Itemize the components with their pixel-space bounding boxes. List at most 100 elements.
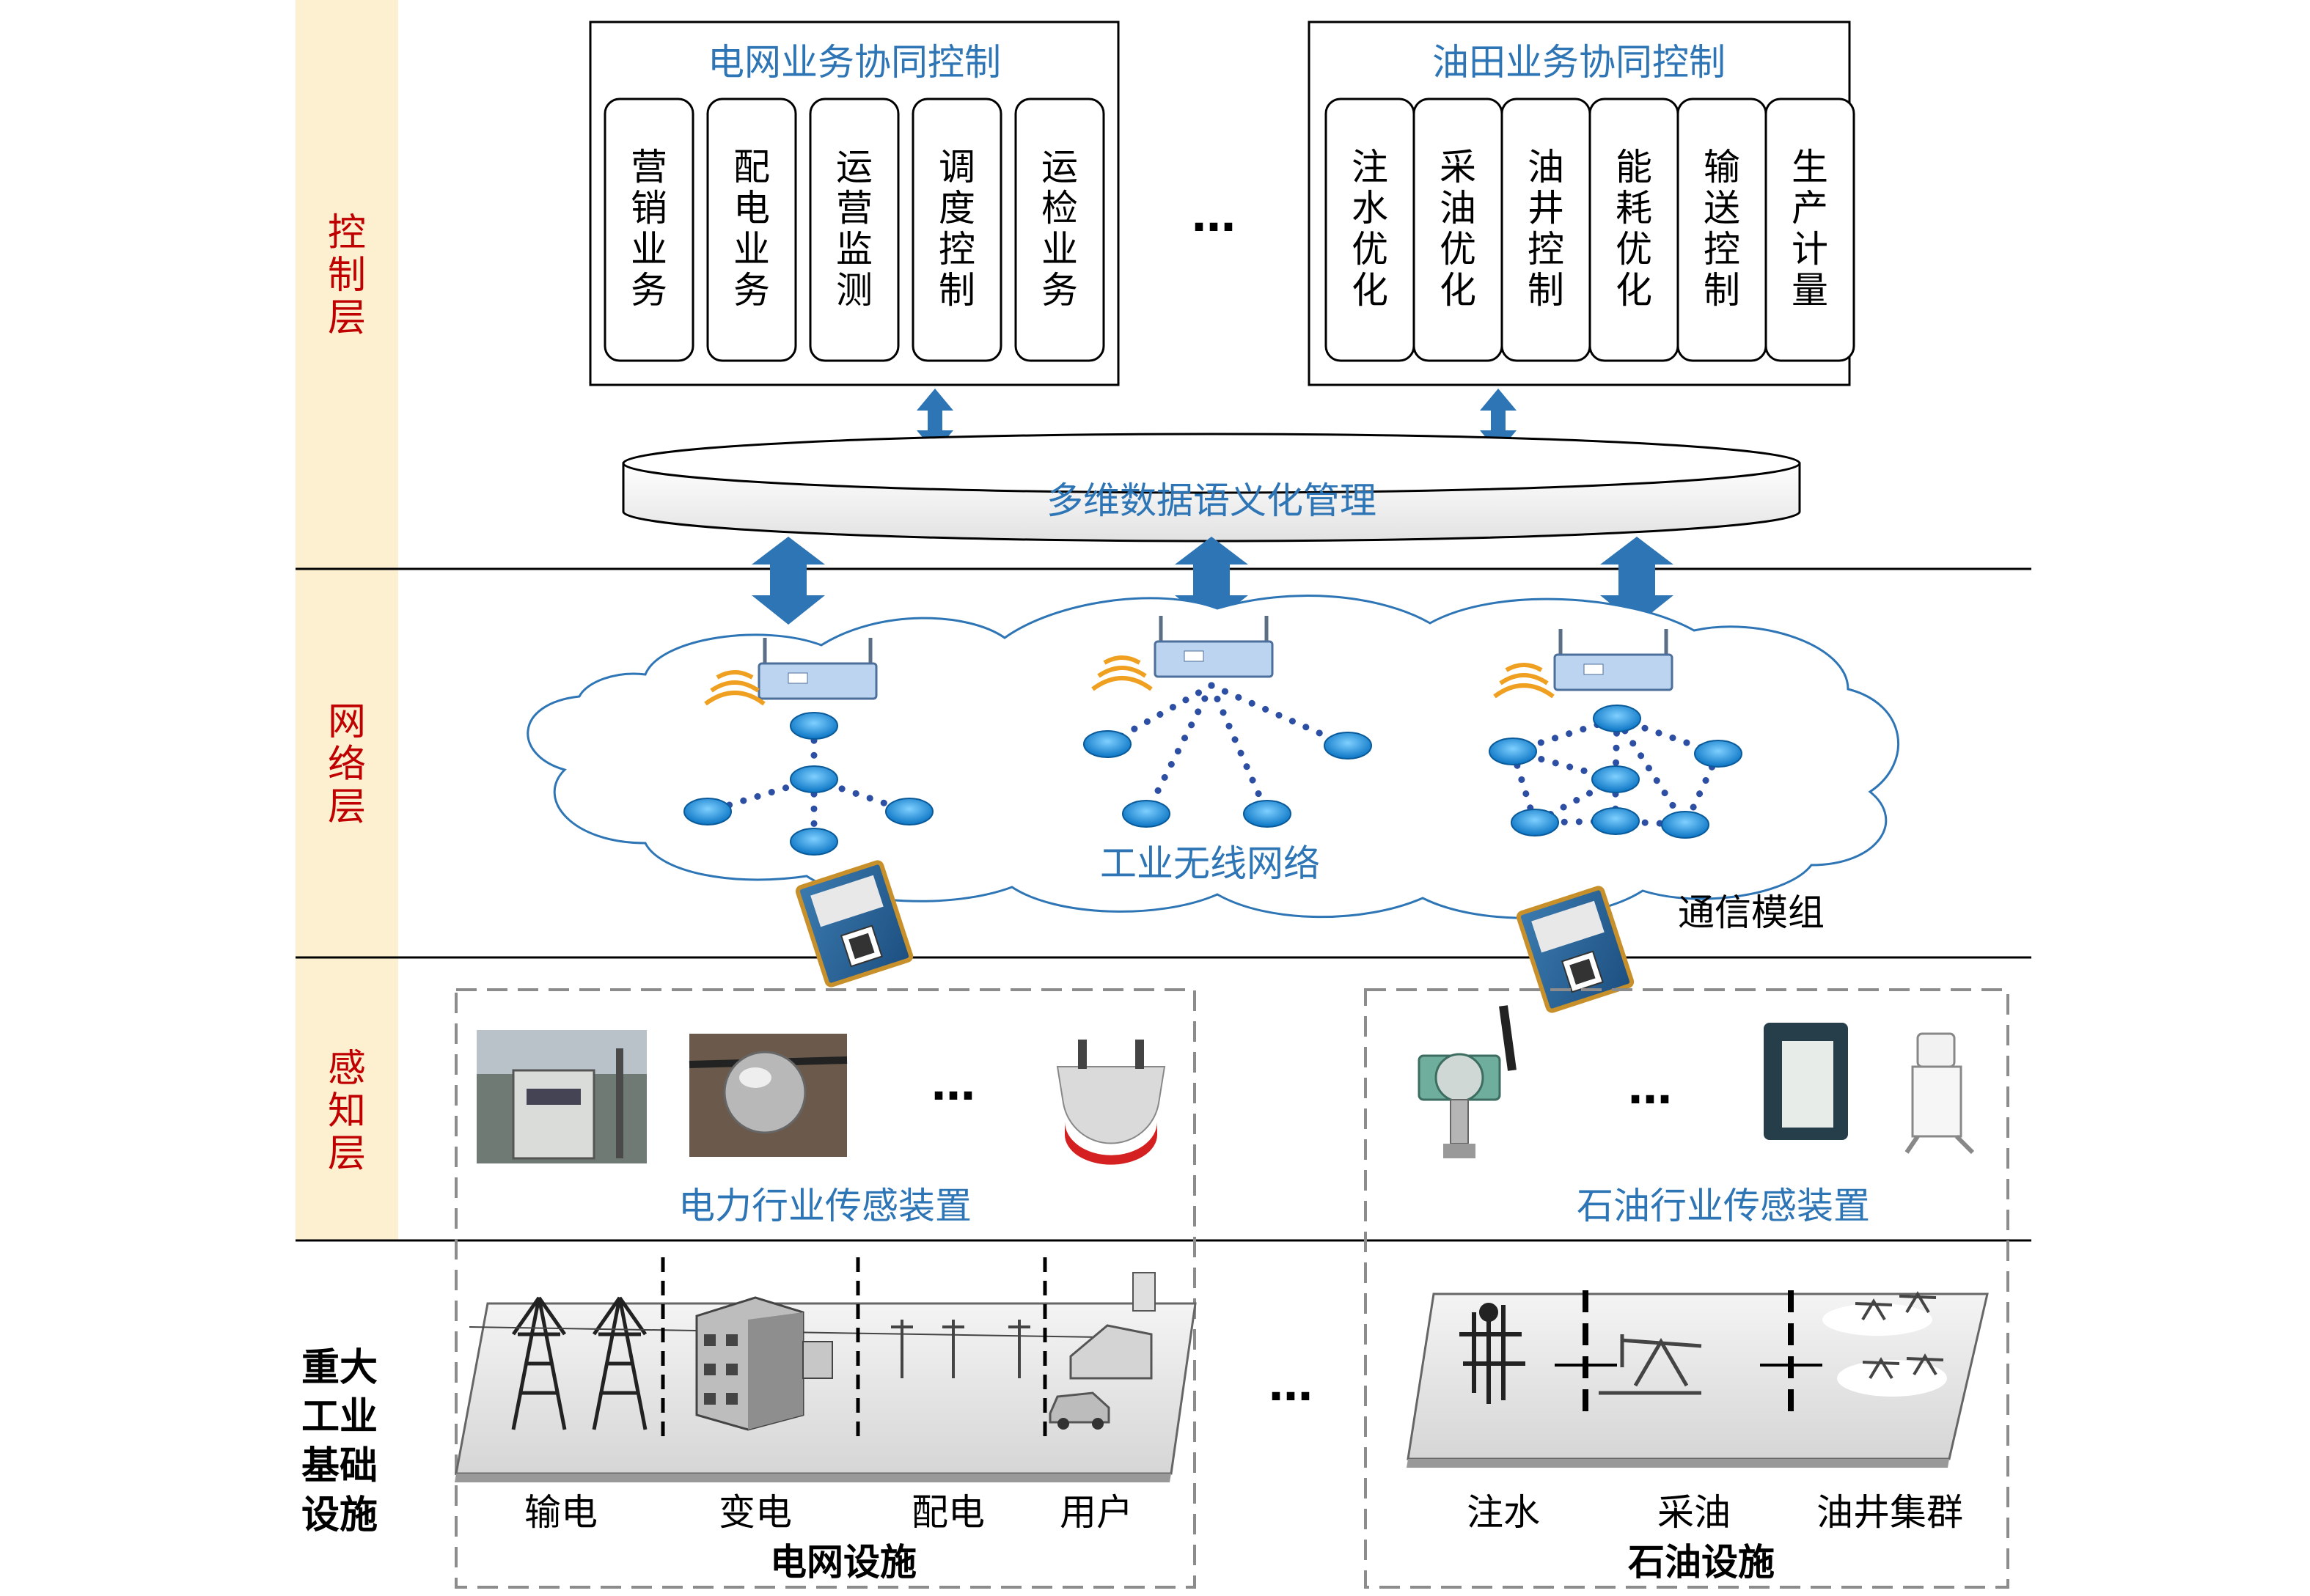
grid-business-item-box [706, 98, 797, 362]
control-layer-label: 控 制 层 [328, 211, 366, 340]
oil-business-item-char: 生 [1792, 146, 1828, 188]
wifi-signal-icon [1091, 655, 1153, 691]
clamp-sensor-photo [1904, 1032, 1975, 1155]
oil-business-item-char: 采 [1440, 146, 1476, 188]
oil-business-item-char: 井 [1528, 187, 1564, 229]
dome-sensor-photo [1045, 1030, 1176, 1166]
grid-business-item-char: 业 [733, 228, 770, 271]
grid-control-title: 电网业务协同控制 [708, 41, 1001, 84]
network-node [1243, 800, 1291, 828]
svg-text:设施: 设施 [301, 1493, 378, 1537]
network-link [1208, 682, 1352, 749]
wire-line [469, 1326, 1145, 1339]
svg-text:层: 层 [328, 1132, 366, 1176]
network-node [1694, 740, 1742, 768]
grid-business-item-box [912, 98, 1002, 362]
grid-business-item-char: 务 [1041, 269, 1078, 312]
line-sensor-photo [689, 1034, 848, 1157]
network-node [1324, 732, 1372, 760]
svg-text:网: 网 [328, 700, 366, 744]
oil-business-item-char: 产 [1792, 187, 1828, 229]
data-management-label: 多维数据语义化管理 [1046, 479, 1376, 522]
oil-stage-labels: 注水 采油 油井集群 [1467, 1491, 1963, 1534]
network-node [1591, 807, 1640, 835]
grid-business-item-char: 业 [1041, 228, 1078, 271]
well-cluster-icon [1822, 1291, 1947, 1397]
grid-device-group [455, 988, 1196, 1589]
oil-business-item-char: 化 [1440, 269, 1476, 312]
grid-business-item-char: 业 [631, 228, 667, 271]
grid-business-item-char: 销 [631, 187, 667, 229]
oil-business-item-char: 计 [1792, 228, 1828, 271]
svg-text:知: 知 [328, 1089, 366, 1133]
oil-business-item-char: 控 [1528, 228, 1564, 271]
network-node [790, 765, 838, 793]
oil-business-item-char: 能 [1616, 146, 1652, 188]
svg-text:用户: 用户 [1060, 1491, 1133, 1534]
oil-business-item-char: 送 [1704, 187, 1740, 229]
svg-text:感: 感 [328, 1047, 366, 1091]
oil-business-item-char: 量 [1792, 269, 1828, 312]
grid-business-item-box [604, 98, 694, 362]
wifi-signal-icon [1493, 663, 1555, 699]
grid-business-item-char: 制 [939, 269, 975, 312]
layer-band [296, 0, 398, 1240]
control-ellipsis: … [1192, 191, 1236, 242]
svg-text:变电: 变电 [719, 1491, 792, 1534]
oil-business-item-char: 化 [1352, 269, 1388, 312]
svg-text:注水: 注水 [1467, 1491, 1540, 1534]
grid-platform [455, 1302, 1197, 1482]
oil-sensor-label: 石油行业传感装置 [1577, 1185, 1870, 1227]
network-link [1104, 682, 1215, 748]
network-node [1591, 765, 1640, 793]
grid-business-item-char: 务 [631, 269, 667, 312]
grid-business-item-box [809, 98, 900, 362]
network-link [1143, 682, 1215, 817]
grid-business-item-char: 度 [939, 187, 975, 229]
network-link [1612, 715, 1621, 783]
oil-business-item-char: 注 [1352, 146, 1388, 188]
oil-business-item-char: 优 [1352, 228, 1388, 271]
grid-business-item-char: 运 [836, 146, 873, 188]
oil-stage-dividers [1555, 1290, 1822, 1411]
car-icon [1049, 1391, 1110, 1430]
network-node [885, 798, 934, 825]
svg-text:层: 层 [328, 785, 366, 829]
grid-business-item-char: 检 [1041, 187, 1078, 229]
network-layer-label: 网 络 层 [328, 700, 366, 829]
network-node [790, 828, 838, 856]
power-meter-photo [477, 1030, 647, 1163]
network-link [1613, 715, 1689, 828]
cabinet-sensor-photo [1764, 1023, 1848, 1140]
grid-business-item-char: 运 [1041, 146, 1078, 188]
grid-business-item-char: 监 [836, 228, 873, 271]
oil-business-item-char: 油 [1528, 146, 1564, 188]
arrow-data-to-network-left [752, 537, 825, 625]
comm-module-chip [795, 860, 914, 988]
perception-layer-label: 感 知 层 [328, 1047, 366, 1176]
grid-business-item-char: 营 [836, 187, 873, 229]
pressure-transmitter-photo [1418, 1005, 1517, 1158]
oil-business-item-box [1764, 98, 1855, 362]
oil-device-group [1364, 988, 2009, 1589]
grid-stage-labels: 输电 变电 配电 用户 [524, 1491, 1133, 1534]
gateway-icon [1553, 629, 1673, 691]
oil-business-item-char: 优 [1440, 228, 1476, 271]
grid-business-item-char: 营 [631, 146, 667, 188]
grid-business-item-char: 配 [733, 146, 770, 188]
house-icon [1069, 1272, 1156, 1380]
data-management-disk [622, 433, 1801, 543]
grid-facility-label: 电网设施 [770, 1541, 917, 1584]
power-sensor-label: 电力行业传感装置 [678, 1185, 972, 1227]
network-node [1489, 738, 1537, 765]
svg-text:工业: 工业 [301, 1395, 378, 1439]
oil-business-item-char: 耗 [1616, 187, 1652, 229]
svg-text:络: 络 [328, 743, 366, 787]
network-node [1661, 811, 1709, 839]
svg-text:层: 层 [328, 296, 366, 340]
comm-module-chip [1516, 886, 1635, 1013]
transmission-tower-icon [511, 1296, 648, 1430]
